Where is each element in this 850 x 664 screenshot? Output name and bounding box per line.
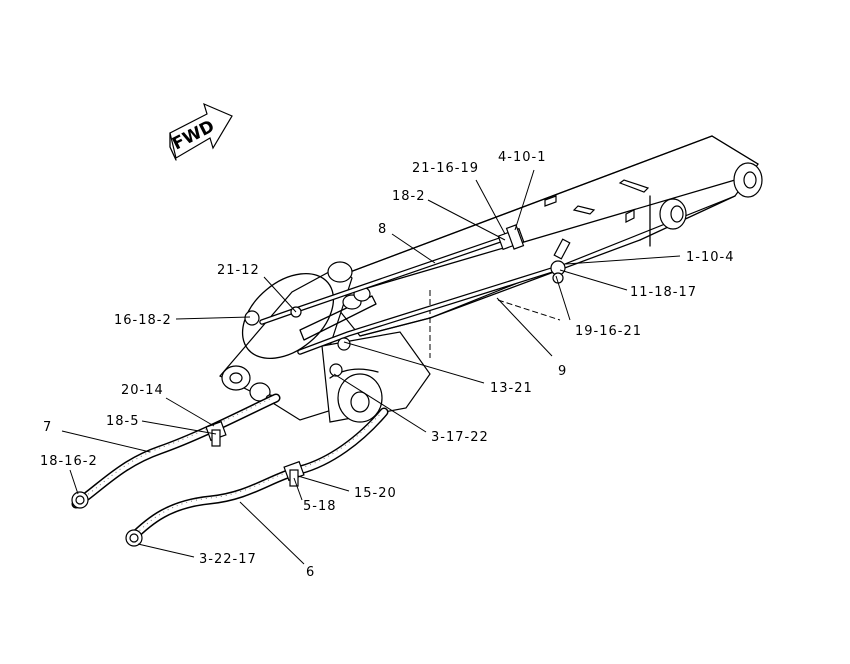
stick-body	[317, 135, 763, 358]
callout-labels: 21-16-19 4-10-1 18-2 8 1-10-4 11-18-17 1…	[40, 150, 734, 580]
callout-7: 7	[43, 420, 52, 435]
callout-13-21: 13-21	[490, 381, 533, 396]
hose-6	[127, 407, 389, 543]
callout-9: 9	[558, 364, 567, 379]
callout-6: 6	[306, 565, 315, 580]
callout-18-16-2: 18-16-2	[40, 454, 98, 469]
callout-21-12: 21-12	[217, 263, 260, 278]
callout-18-2: 18-2	[392, 189, 426, 204]
callout-18-5: 18-5	[106, 414, 140, 429]
callout-1-10-4: 1-10-4	[686, 250, 734, 265]
callout-4-10-1: 4-10-1	[498, 150, 546, 165]
callout-15-20: 15-20	[354, 486, 397, 501]
callout-3-22-17: 3-22-17	[199, 552, 257, 567]
callout-20-14: 20-14	[121, 383, 164, 398]
hose-clamps	[205, 420, 305, 487]
callout-8: 8	[378, 222, 387, 237]
hose-7	[71, 393, 281, 509]
callout-3-17-22: 3-17-22	[431, 430, 489, 445]
callout-5-18: 5-18	[303, 499, 337, 514]
forward-arrow-icon: FWD	[169, 102, 233, 161]
callout-21-16-19: 21-16-19	[412, 161, 479, 176]
hose-end-fittings	[71, 491, 143, 547]
callout-19-16-21: 19-16-21	[575, 324, 642, 339]
leader-lines	[61, 169, 681, 565]
callout-16-18-2: 16-18-2	[114, 313, 172, 328]
callout-11-18-17: 11-18-17	[630, 285, 697, 300]
